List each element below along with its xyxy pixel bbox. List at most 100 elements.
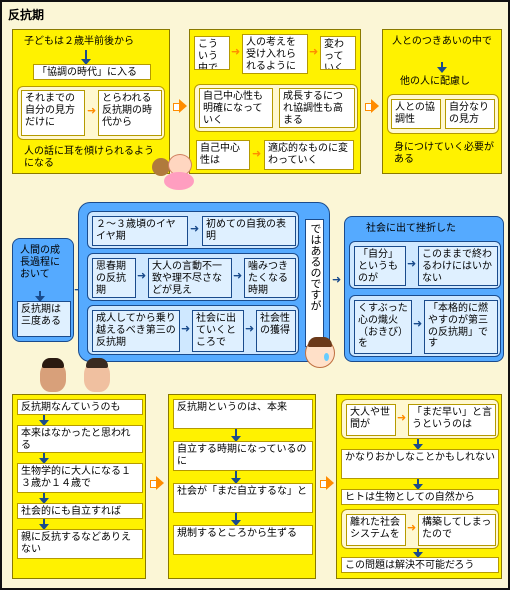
mid-right-d: くすぶった心の熾火（おきび）を xyxy=(354,300,412,354)
mid-right-c: このままで終わるわけにはいかない xyxy=(418,246,498,286)
bot-left-e: 親に反抗するなどありえない xyxy=(17,529,143,559)
arrow-down xyxy=(35,291,45,302)
mid-right-panel: 社会に出て挫折した 「自分」というものが ➜ このままで終わるわけにはいかない … xyxy=(344,216,504,362)
bot-mid-a: 反抗期というのは、本来 xyxy=(173,399,313,429)
bot-right-inner2: 離れた社会システムを ➜ 構築してしまったので xyxy=(341,509,499,549)
arrow-down xyxy=(437,62,447,73)
flow-arrow xyxy=(320,476,334,490)
arrow-down xyxy=(413,479,423,490)
arrow-right: ➜ xyxy=(87,104,97,117)
top-left-panel: 子どもは２歳半前後から 「協調の時代」に入る それまでの自分の見方だけに ➜ と… xyxy=(12,29,170,174)
arrow-right: ➜ xyxy=(233,269,243,282)
top-mid-e: 成長するにつれ協調性も高まる xyxy=(279,88,355,128)
man-hair-icon xyxy=(86,358,108,368)
mid-left-a: 人間の成長過程において xyxy=(20,245,60,280)
bot-mid-d: 規制するところから生ずる xyxy=(173,525,313,555)
mid-right-e: 「本格的に燃やすのが第三の反抗期」です xyxy=(424,300,498,354)
mid-right-row2: くすぶった心の熾火（おきび）を ➜ 「本格的に燃やすのが第三の反抗期」です xyxy=(349,295,501,357)
bot-left-a: 反抗期なんていうのも xyxy=(17,399,143,415)
bot-right-c: かなりおかしなことかもしれない xyxy=(341,449,499,479)
top-left-line4: 人の話に耳を傾けられるようになる xyxy=(24,146,154,169)
two-men-illustration xyxy=(38,358,118,398)
mid-r1b: 初めての自我の表明 xyxy=(202,216,296,246)
hair-icon xyxy=(308,337,332,347)
arrow-right: ➜ xyxy=(181,322,191,335)
top-right-d: 自分なりの見方 xyxy=(445,99,495,129)
arrow-down xyxy=(413,549,423,558)
arrow-right: ➜ xyxy=(231,45,241,58)
mid-right-b: 「自分」というものが xyxy=(354,246,406,286)
top-left-line3a: それまでの自分の見方だけに xyxy=(21,90,85,136)
top-mid-c: 変わっていく xyxy=(320,36,356,70)
arrow-right: ➜ xyxy=(190,222,200,235)
top-mid-b: 人の考えを受け入れられるように xyxy=(242,34,308,74)
mid-r1a: ２～３歳頃のイヤイヤ期 xyxy=(92,216,188,246)
bot-left-panel: 反抗期なんていうのも 本来はなかったと思われる 生物学的に大人になる１３歳か１４… xyxy=(12,394,146,579)
top-right-e: 身につけていく必要がある xyxy=(394,142,494,165)
arrow-down xyxy=(39,519,49,530)
top-right-b: 他の人に配慮し xyxy=(400,76,470,87)
arrow-right: ➜ xyxy=(245,322,255,335)
top-mid-inner: 自己中心性も明確になっていく 成長するにつれ協調性も高まる xyxy=(194,84,358,132)
bot-right-a: 大人や世間が xyxy=(346,404,396,436)
mid-r2b: 大人の言動不一致や理不尽さなどが見え xyxy=(148,258,232,298)
mid-r3c: 社会性の獲得 xyxy=(256,310,296,352)
arrow-right: ➜ xyxy=(407,521,417,534)
arrow-right: ➜ xyxy=(309,45,319,58)
arrow-right: ➜ xyxy=(137,269,147,282)
arrow-down xyxy=(81,50,91,65)
mid-right-row1: 「自分」というものが ➜ このままで終わるわけにはいかない xyxy=(349,241,501,289)
bot-left-c: 生物学的に大人になる１３歳か１４歳で xyxy=(17,463,143,493)
mid-row3: 成人してから乗り越えるべき第三の反抗期 ➜ 社会に出ていくところで ➜ 社会性の… xyxy=(87,305,299,355)
top-mid-panel: こういう中で ➜ 人の考えを受け入れられるように ➜ 変わっていく 自己中心性も… xyxy=(189,29,361,174)
teddy-bear-icon xyxy=(152,158,170,176)
top-left-inner: それまでの自分の見方だけに ➜ とらわれる反抗期の時代から xyxy=(17,86,165,140)
mid-r3a: 成人してから乗り越えるべき第三の反抗期 xyxy=(92,310,180,352)
mid-center-panel: ２～３歳頃のイヤイヤ期 ➜ 初めての自我の表明 思春期の反抗期 ➜ 大人の言動不… xyxy=(78,202,330,362)
arrow-down xyxy=(231,429,241,442)
top-mid-f: 自己中心性は xyxy=(196,140,250,170)
bot-right-panel: 大人や世間が ➜ 「まだ早い」と言うというのは かなりおかしなことかもしれない … xyxy=(336,394,502,579)
top-right-panel: 人とのつきあいの中で 他の人に配慮し 人との協調性 自分なりの見方 身につけてい… xyxy=(382,29,502,174)
mid-right-a: 社会に出て挫折した xyxy=(366,223,456,234)
bot-right-f: 構築してしまったので xyxy=(418,514,496,546)
arrow-down xyxy=(39,453,49,464)
man-hair-icon xyxy=(42,358,64,368)
arrow-right: ➜ xyxy=(407,257,417,270)
top-right-inner: 人との協調性 自分なりの見方 xyxy=(387,94,499,134)
mid-r2c: 噛みつきたくなる時期 xyxy=(244,258,296,298)
arrow-down xyxy=(413,439,423,450)
arrow-right: ➜ xyxy=(332,273,342,286)
arrow-down xyxy=(39,415,49,426)
top-left-line1: 子どもは２歳半前後から xyxy=(24,36,134,47)
top-left-line2: 「協調の時代」に入る xyxy=(33,64,151,80)
top-left-line3b: とらわれる反抗期の時代から xyxy=(98,90,162,136)
bot-mid-c: 社会が「まだ自立するな」と xyxy=(173,483,313,513)
mid-r3b: 社会に出ていくところで xyxy=(192,310,244,352)
worried-face-icon xyxy=(305,337,335,368)
mid-left-panel: 人間の成長過程において 反抗期は三度ある xyxy=(12,238,74,342)
top-mid-g: 適応的なものに変わっていく xyxy=(264,140,354,170)
flow-arrow xyxy=(365,99,379,113)
bot-right-inner1: 大人や世間が ➜ 「まだ早い」と言うというのは xyxy=(341,399,499,439)
top-right-c: 人との協調性 xyxy=(391,99,441,129)
mid-row1: ２～３歳頃のイヤイヤ期 ➜ 初めての自我の表明 xyxy=(87,211,299,249)
top-mid-a: こういう中で xyxy=(194,36,230,70)
mid-left-b: 反抗期は三度ある xyxy=(17,301,71,337)
flow-arrow xyxy=(150,476,164,490)
bot-right-b: 「まだ早い」と言うというのは xyxy=(408,404,496,436)
mid-vertical-label: ではあるのですが xyxy=(305,219,324,347)
arrow-down xyxy=(231,513,241,526)
mid-row2: 思春期の反抗期 ➜ 大人の言動不一致や理不尽さなどが見え ➜ 噛みつきたくなる時… xyxy=(87,253,299,301)
top-right-a: 人とのつきあいの中で xyxy=(392,36,492,47)
top-mid-d: 自己中心性も明確になっていく xyxy=(199,88,273,128)
bot-right-d: ヒトは生物としての自然から xyxy=(341,489,499,505)
arrow-right: ➜ xyxy=(397,411,407,424)
mid-r2a: 思春期の反抗期 xyxy=(92,258,136,298)
tear-icon xyxy=(324,353,329,361)
arrow-right: ➜ xyxy=(413,317,423,330)
bot-right-e: 離れた社会システムを xyxy=(346,514,406,546)
flow-arrow xyxy=(173,99,187,113)
arrow-down xyxy=(39,493,49,504)
